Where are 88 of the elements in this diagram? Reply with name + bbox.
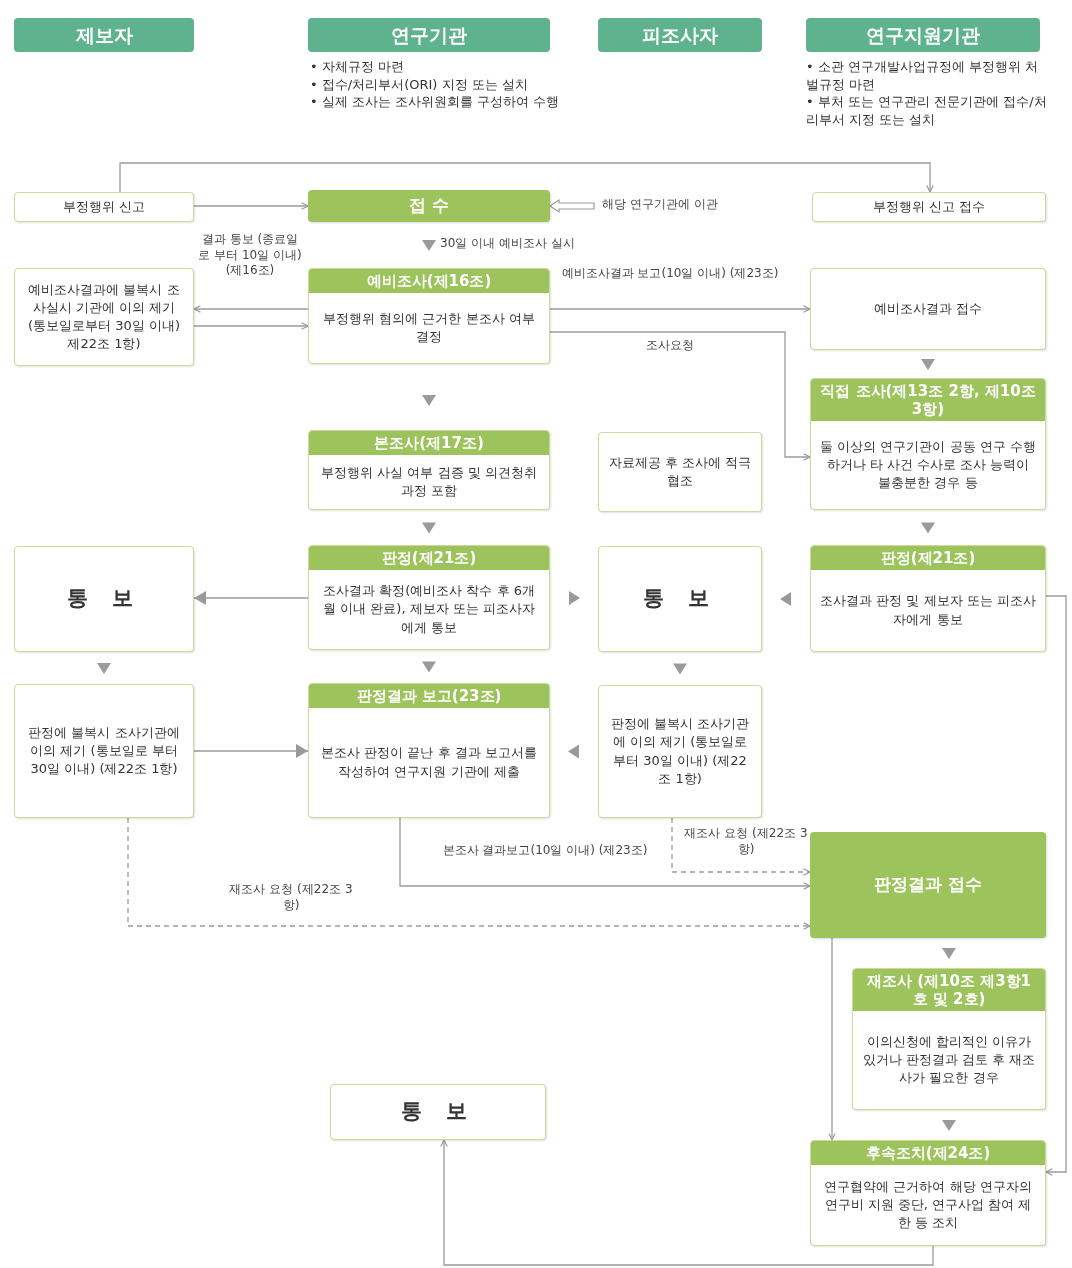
column-header: 제보자 <box>14 18 194 52</box>
process-box <box>14 268 194 366</box>
arrow <box>568 744 579 759</box>
body-text: 본조사 판정이 끝난 후 결과 보고서를 작성하여 연구지원 기관에 제출 <box>320 744 538 781</box>
section-heading: 후속조치(제24조) <box>811 1141 1045 1165</box>
process-box <box>308 190 550 222</box>
box-label: 예비조사결과에 불복시 조사실시 기관에 이의 제기 (통보일로부터 30일 이내) 제22조 1항) <box>27 280 181 354</box>
box-label: 판정에 불복시 조사기관에 이의 제기 (통보일로 부터 30일 이내) (제22조 1항) <box>27 723 181 779</box>
arrow <box>673 663 687 675</box>
bullet-item: • 실제 조사는 조사위원회를 구성하여 수행 <box>310 93 561 111</box>
body-text: 부정행위 사실 여부 검증 및 의견청취 과정 포함 <box>320 463 538 500</box>
process-box <box>812 192 1046 222</box>
process-box <box>308 268 550 364</box>
arrow <box>780 592 791 606</box>
arrow <box>549 305 811 313</box>
process-box <box>810 1140 1046 1246</box>
process-box <box>14 192 194 222</box>
arrow <box>422 661 436 673</box>
box-label: 통 보 <box>400 1098 476 1126</box>
section-heading: 판정(제21조) <box>309 546 549 570</box>
arrow <box>942 948 956 959</box>
box-label: 판정에 불복시 조사기관에 이의 제기 (통보일로 부터 30일 이내) (제22조 1항) <box>609 715 751 788</box>
column-header: 연구지원기관 <box>806 18 1040 52</box>
box-label: 접 수 <box>409 194 449 218</box>
bullet-item: • 소관 연구개발사업규정에 부정행위 처벌규정 마련 <box>806 58 1040 94</box>
box-label: 부정행위 신고 접수 <box>872 197 986 216</box>
edge-label: 재조사 요청 (제22조 3항) <box>684 826 808 858</box>
arrow <box>921 359 935 370</box>
process-box <box>308 683 550 818</box>
process-box <box>14 546 194 652</box>
section-heading: 예비조사(제16조) <box>309 269 549 293</box>
arrow <box>828 937 836 1141</box>
arrow <box>193 305 309 313</box>
process-box <box>308 430 550 510</box>
dashed-arrow <box>671 817 811 876</box>
process-box <box>810 268 1046 350</box>
body-text: 이의신청에 합리적인 이유가 있거나 판정결과 검토 후 재조사가 필요한 경우 <box>861 1032 1037 1088</box>
bullet-item: • 부처 또는 연구관리 전문기관에 접수/처리부서 지정 또는 설치 <box>806 93 1048 129</box>
body-text: 둘 이상의 연구기관이 공동 연구 수행하거나 타 사건 수사로 조사 능력이 불충분한 경우 등 <box>819 437 1037 493</box>
process-box <box>598 685 762 818</box>
column-header: 연구기관 <box>308 18 550 52</box>
arrow <box>422 240 436 251</box>
body-text: 연구협약에 근거하여 해당 연구자의 연구비 지원 중단, 연구사업 참여 제한 등 조치 <box>823 1177 1033 1233</box>
box-label: 자료제공 후 조사에 적극 협조 <box>607 453 753 490</box>
column-header: 피조사자 <box>598 18 762 52</box>
process-box <box>14 684 194 818</box>
box-label: 부정행위 신고 <box>62 197 146 216</box>
section-heading: 판정(제21조) <box>811 546 1045 570</box>
process-box <box>810 832 1046 938</box>
arrow <box>97 663 111 674</box>
box-label: 통 보 <box>66 585 142 613</box>
section-heading: 직접 조사(제13조 2항, 제10조 3항) <box>811 379 1045 421</box>
arrow <box>193 202 309 210</box>
section-heading: 재조사 (제10조 제3항1호 및 2호) <box>853 969 1045 1011</box>
arrow <box>119 162 934 193</box>
arrow <box>549 331 811 461</box>
process-box <box>598 546 762 652</box>
process-box <box>308 545 550 650</box>
section-heading: 판정결과 보고(23조) <box>309 684 549 708</box>
arrow <box>193 744 309 758</box>
bullet-item: • 자체규정 마련 <box>310 58 405 76</box>
process-box <box>810 378 1046 510</box>
hollow-arrow <box>548 198 595 214</box>
arrow <box>193 322 309 330</box>
process-box <box>810 545 1046 652</box>
body-text: 부정행위 혐의에 근거한 본조사 여부 결정 <box>322 309 536 346</box>
body-text: 조사결과 확정(예비조사 착수 후 6개월 이내 완료), 제보자 또는 피조사자에게 통보 <box>322 582 536 637</box>
box-label: 통 보 <box>642 585 718 613</box>
dashed-arrow <box>127 817 811 930</box>
arrow <box>921 522 935 534</box>
arrow <box>569 591 580 605</box>
arrow <box>1045 595 1067 1176</box>
bullet-item: • 접수/처리부서(ORI) 지정 또는 설치 <box>310 75 529 94</box>
box-label: 예비조사결과 접수 <box>873 299 983 318</box>
arrow <box>422 395 436 406</box>
edge-label: 결과 통보 (종료일로 부터 10일 이내) (제16조) <box>198 232 302 279</box>
body-text: 조사결과 판정 및 제보자 또는 피조사자에게 통보 <box>819 592 1037 629</box>
process-box <box>330 1084 546 1140</box>
arrow <box>942 1120 956 1131</box>
box-label: 판정결과 접수 <box>874 873 982 897</box>
process-box <box>852 968 1046 1110</box>
arrow <box>193 591 309 605</box>
arrow <box>440 1139 934 1266</box>
edge-label: 예비조사결과 보고(10일 이내) (제23조) <box>560 266 780 282</box>
process-box <box>598 432 762 512</box>
arrow <box>422 522 436 534</box>
section-heading: 본조사(제17조) <box>309 431 549 455</box>
arrow <box>399 817 811 890</box>
